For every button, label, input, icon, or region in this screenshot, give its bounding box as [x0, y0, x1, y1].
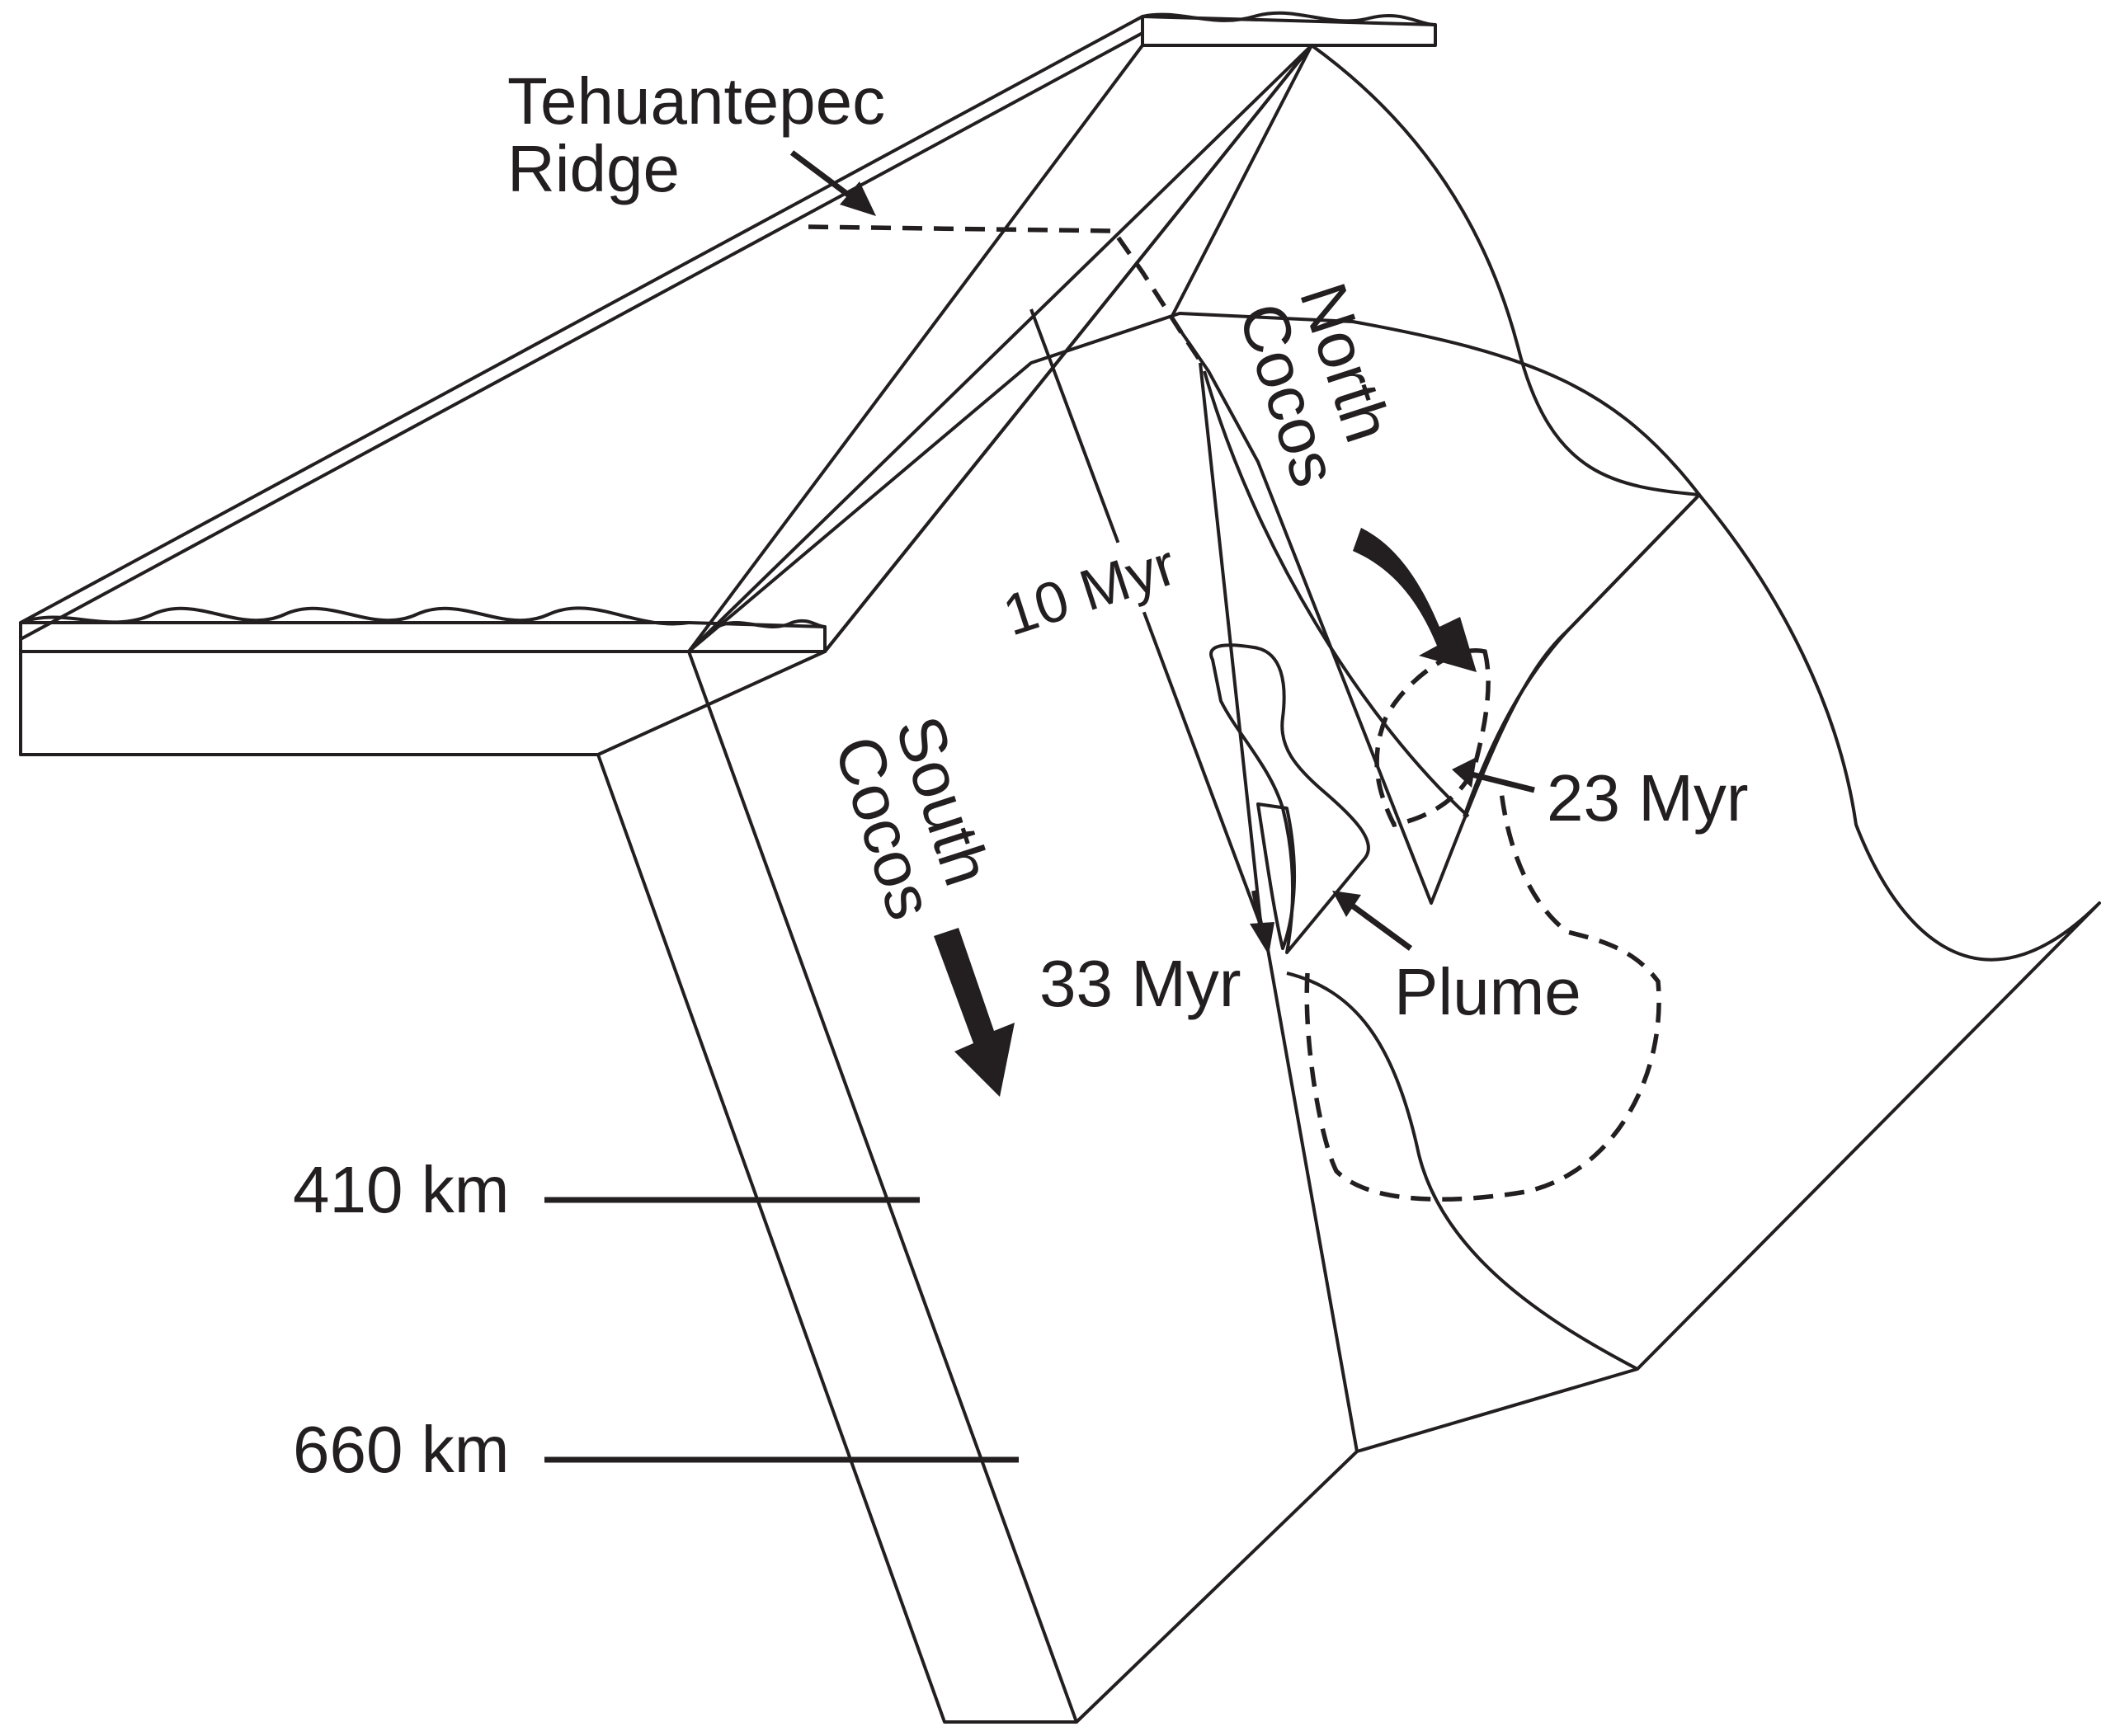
lower-fold-curve: [1286, 972, 1638, 1371]
age-23-label: 23 Myr: [1547, 761, 1749, 835]
north-cocos-slab: [1170, 44, 1701, 905]
age-23-arrow-head: [1452, 757, 1477, 788]
dashed-markers: [808, 224, 1661, 1202]
north-slab-fold: [1203, 370, 1470, 818]
svg-text:10 Myr: 10 Myr: [996, 532, 1184, 647]
surface-plate: [19, 11, 1437, 653]
labels: Tehuantepec Ridge North Cocos South Coco…: [507, 64, 1749, 1028]
slab-structure-lines: [687, 308, 1701, 1723]
tear-line-33myr: [1265, 939, 1359, 1452]
arrows: [789, 150, 1535, 1097]
north-slab-curve: [1463, 629, 1569, 817]
tehuantepec-arrow-head: [840, 181, 876, 216]
tehuantepec-ridge-trace: [808, 224, 1207, 369]
tehuantepec-label-line2: Ridge: [507, 132, 680, 205]
plate-wavy-edge: [20, 606, 690, 626]
plate-wavy-edge-2: [717, 619, 826, 628]
plate-edge-line-2: [687, 44, 1313, 653]
south-cocos-motion-arrow: [934, 928, 1015, 1097]
age-10-badge: 10 Myr: [984, 523, 1200, 656]
north-cocos-label: North Cocos: [1225, 275, 1406, 495]
plume-label: Plume: [1394, 955, 1581, 1028]
slab-front-edge: [19, 650, 827, 756]
north-cocos-motion-arrow: [1353, 528, 1477, 672]
slab-edge-left: [687, 651, 1078, 1723]
tear-line-upper: [1199, 362, 1264, 937]
tehuantepec-label-line1: Tehuantepec: [507, 64, 885, 138]
north-cocos-dashed-region: [1374, 647, 1491, 828]
tear-line-10myr: [1029, 308, 1268, 941]
plate-wavy-edge-3: [1142, 11, 1436, 26]
south-cocos-label: South Cocos: [821, 708, 1005, 928]
plume-dashed-region: [1304, 791, 1661, 1202]
plume-arrow-shaft: [1346, 901, 1413, 951]
depth-410-label: 410 km: [293, 1153, 509, 1226]
age-33-label: 33 Myr: [1039, 947, 1241, 1020]
age-23-arrow-shaft: [1468, 770, 1535, 793]
depth-markers: 410 km 660 km: [293, 1153, 1019, 1486]
depth-660-label: 660 km: [293, 1413, 509, 1486]
tehuantepec-arrow-shaft: [789, 150, 860, 205]
south-cocos-slab: [19, 312, 2101, 1724]
plume-body: [1209, 643, 1370, 954]
plume-arrow-head: [1332, 891, 1361, 917]
plume-gap: [1256, 802, 1297, 950]
plate-edge-line: [20, 31, 1143, 641]
plume: [1209, 643, 1370, 954]
age-33-arrow-head: [1250, 922, 1274, 955]
north-south-boundary: [1566, 493, 1701, 633]
